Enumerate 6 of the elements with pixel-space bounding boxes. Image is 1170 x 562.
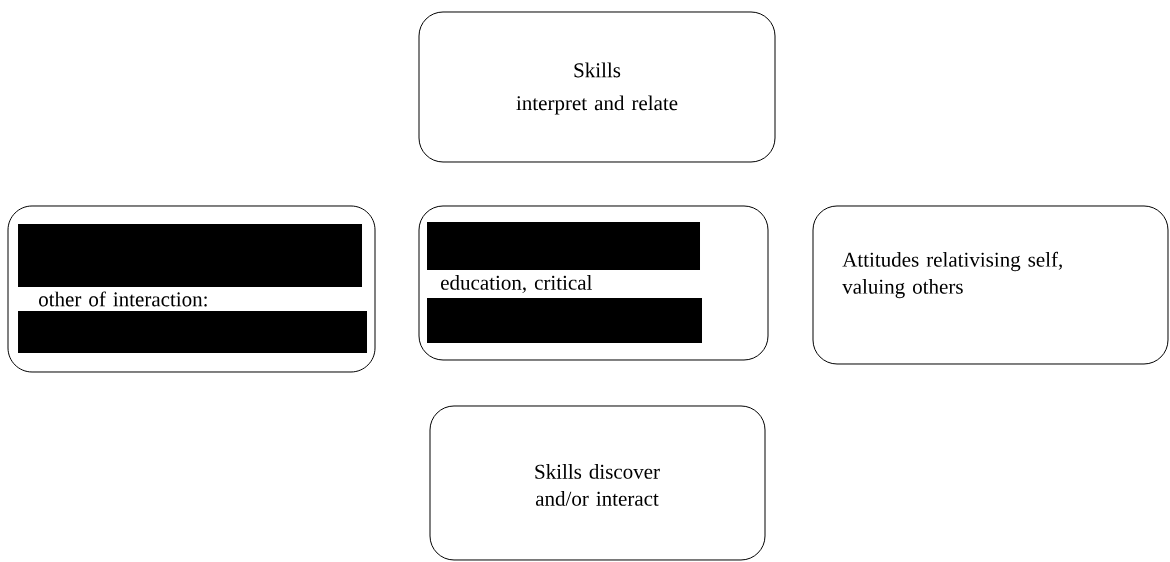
box-text: interpret and relate <box>516 95 678 115</box>
box-text: Skills <box>574 62 621 78</box>
box-text: Skills discover and/or interact <box>535 464 660 506</box>
box-text: Attitudes relativising self, valuing others <box>842 251 1062 299</box>
box-text: other of interaction: <box>39 291 207 307</box>
box-text: education, critical <box>441 275 592 293</box>
